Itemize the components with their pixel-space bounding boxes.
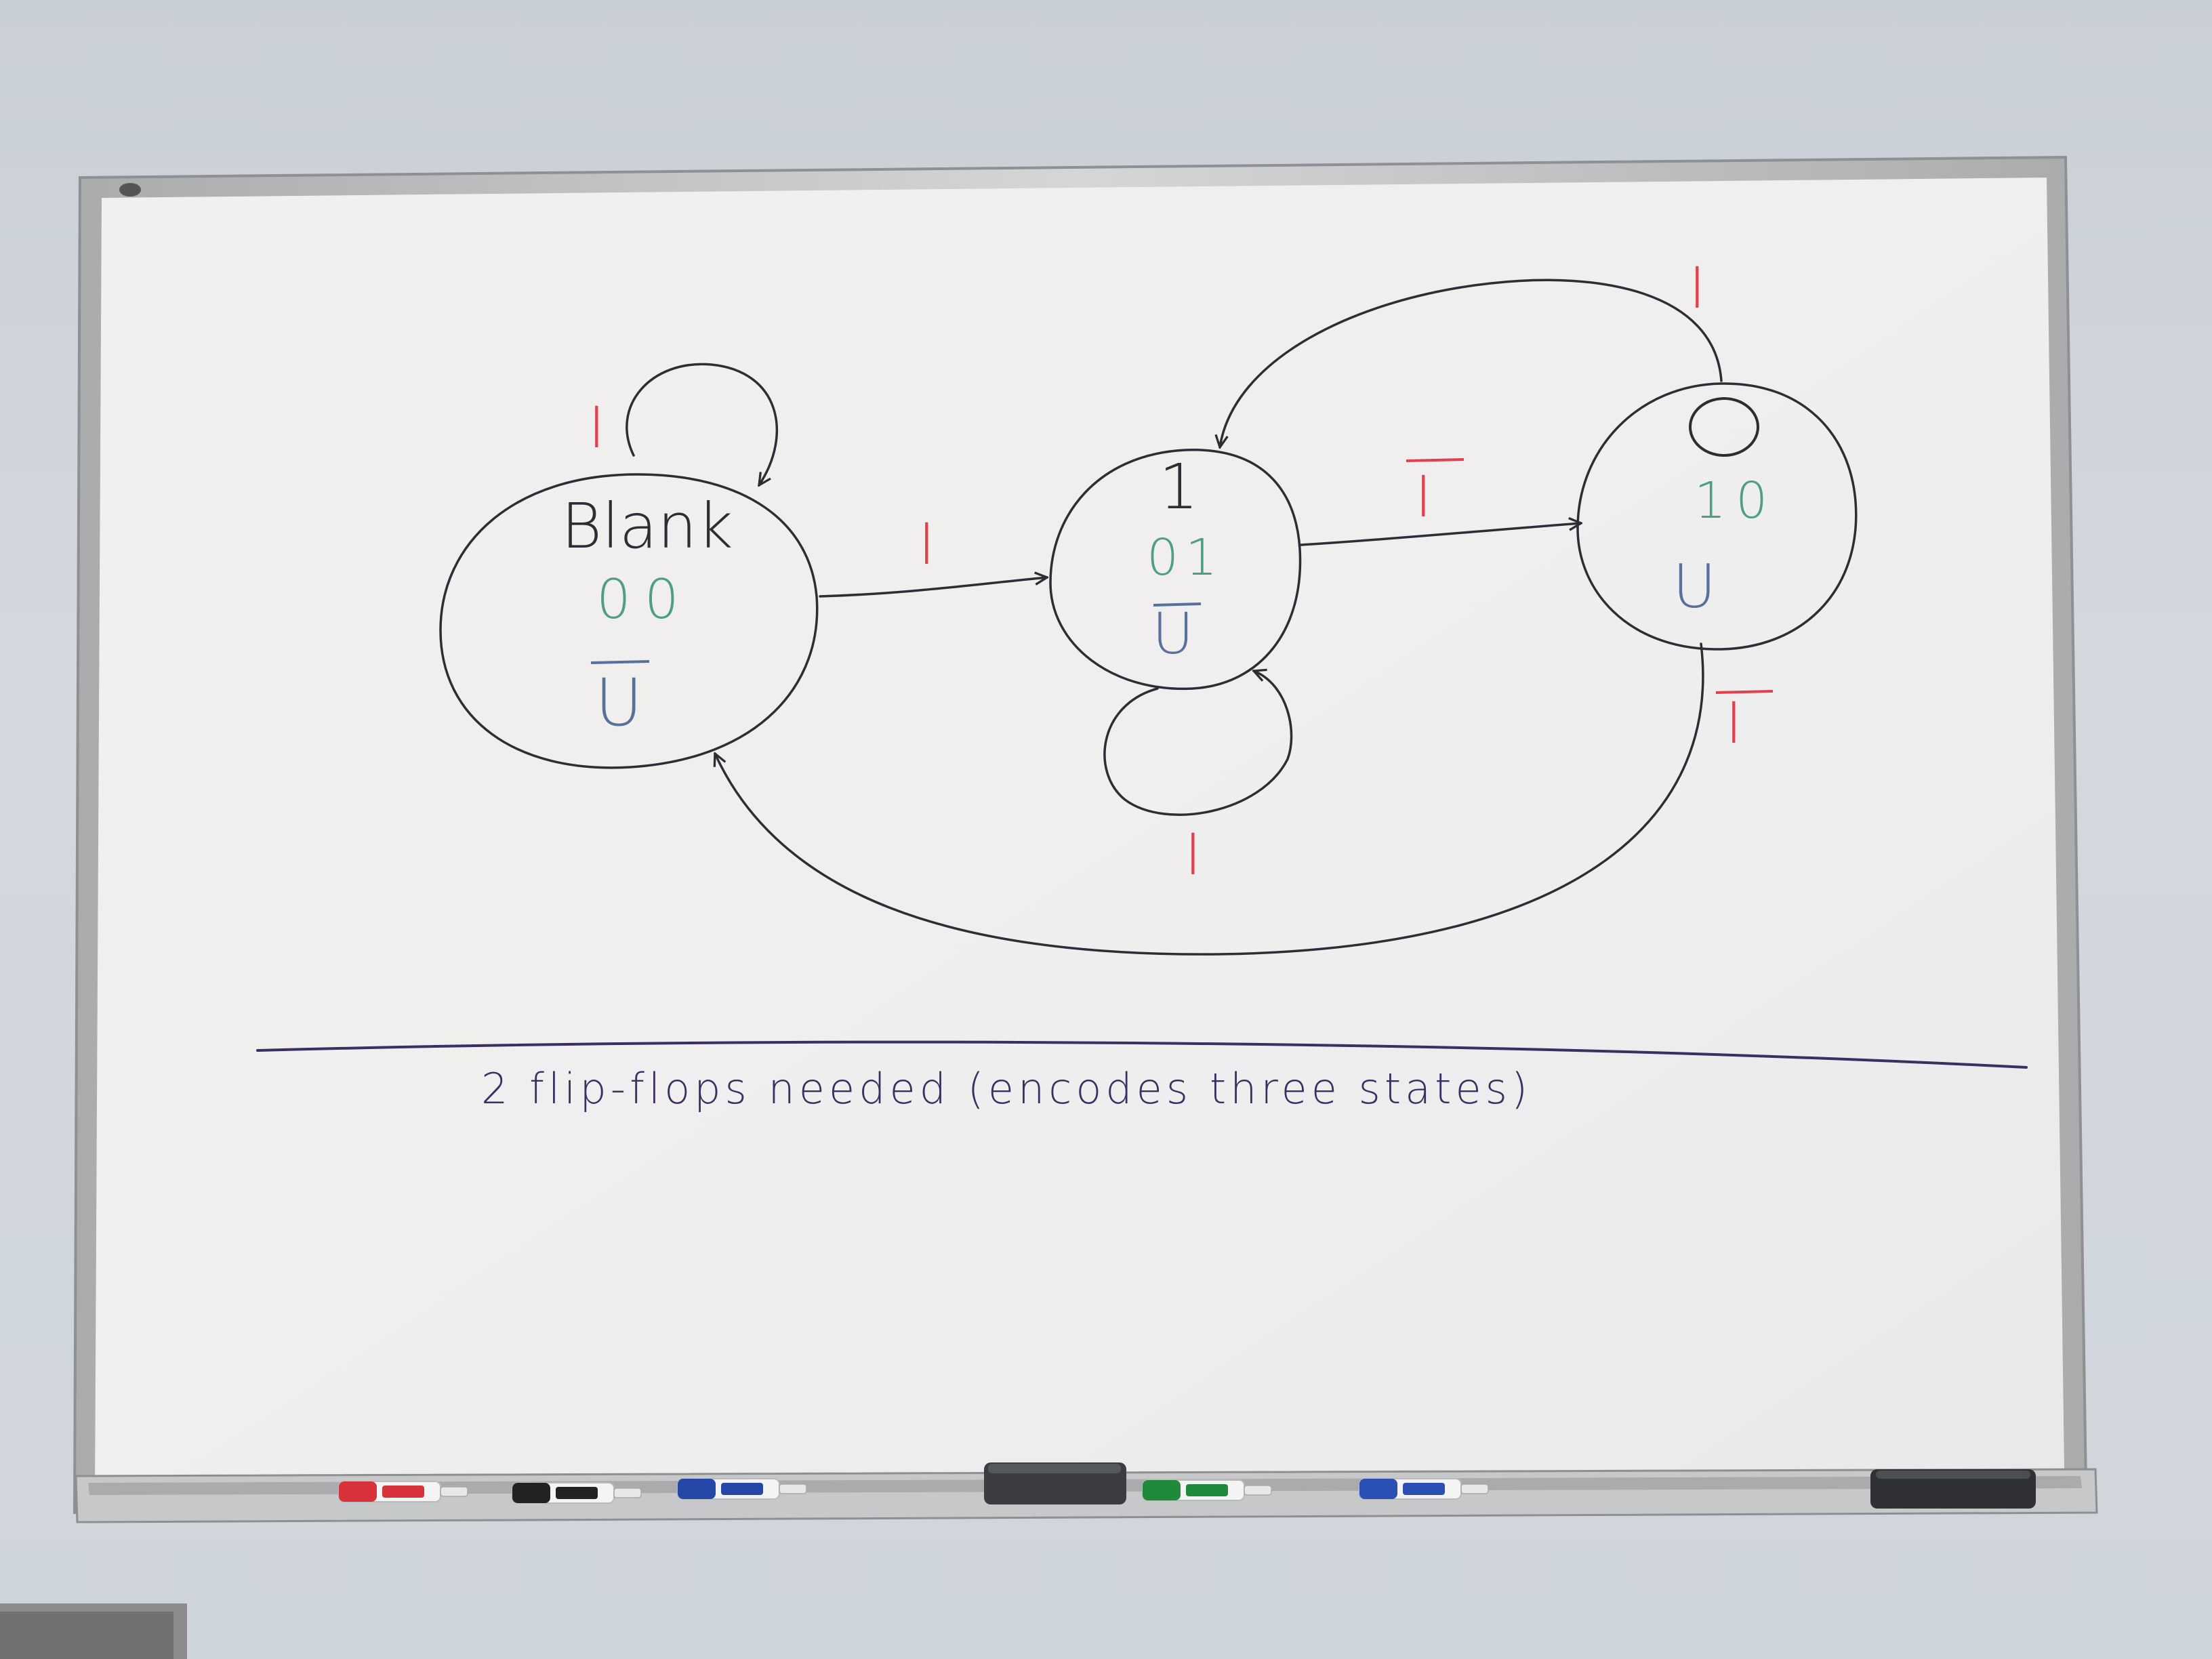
state-diagram xyxy=(256,279,2028,1069)
marker-green[interactable] xyxy=(1142,1479,1272,1501)
separator-line xyxy=(256,1040,2028,1069)
flip-flop-note: 2 flip-flops needed (encodes three state… xyxy=(481,1064,1532,1113)
state-one-circle xyxy=(1049,449,1302,691)
label-blank-self-loop: I xyxy=(588,394,605,461)
label-zero-to-blank: I xyxy=(1725,690,1742,756)
whiteboard-surface xyxy=(95,178,2064,1491)
transition-zero-to-one xyxy=(1220,279,1723,447)
state-blank-circle xyxy=(439,473,819,769)
state-one-output-overbar xyxy=(1153,602,1202,607)
eraser-left xyxy=(984,1462,1126,1504)
marker-blue[interactable] xyxy=(677,1478,807,1500)
state-zero-name-circle xyxy=(1689,397,1759,457)
label-one-self-loop: I xyxy=(1185,821,1202,888)
state-zero-code: 10 xyxy=(1694,472,1777,530)
transition-zero-to-blank xyxy=(715,642,1704,956)
transition-blank-to-one xyxy=(819,577,1047,598)
state-blank-output-overbar xyxy=(590,660,650,664)
markers xyxy=(338,1478,1489,1504)
whiteboard-frame xyxy=(73,155,2088,1515)
transition-blank-self-loop xyxy=(626,363,779,485)
state-blank-output: U xyxy=(595,665,642,741)
marker-blue[interactable] xyxy=(1359,1478,1489,1500)
state-zero-output: U xyxy=(1673,552,1716,621)
eraser-right xyxy=(1870,1469,2036,1509)
label-one-to-zero-overbar xyxy=(1406,458,1465,462)
brand-logo xyxy=(119,183,141,197)
state-one-output: U xyxy=(1152,600,1193,667)
label-zero-to-one: I xyxy=(1689,255,1706,321)
marker-red[interactable] xyxy=(338,1481,468,1502)
state-one-name: 1 xyxy=(1159,451,1199,523)
state-blank-name: Blank xyxy=(561,490,733,562)
marker-black[interactable] xyxy=(512,1482,642,1504)
state-blank-code: 00 xyxy=(596,568,693,631)
state-one-code: 01 xyxy=(1147,529,1224,587)
transition-one-to-zero xyxy=(1300,523,1581,546)
label-blank-to-one: I xyxy=(918,511,935,577)
label-zero-to-blank-overbar xyxy=(1715,690,1774,694)
transition-one-self-loop xyxy=(1103,671,1293,816)
label-one-to-zero: I xyxy=(1415,464,1432,530)
